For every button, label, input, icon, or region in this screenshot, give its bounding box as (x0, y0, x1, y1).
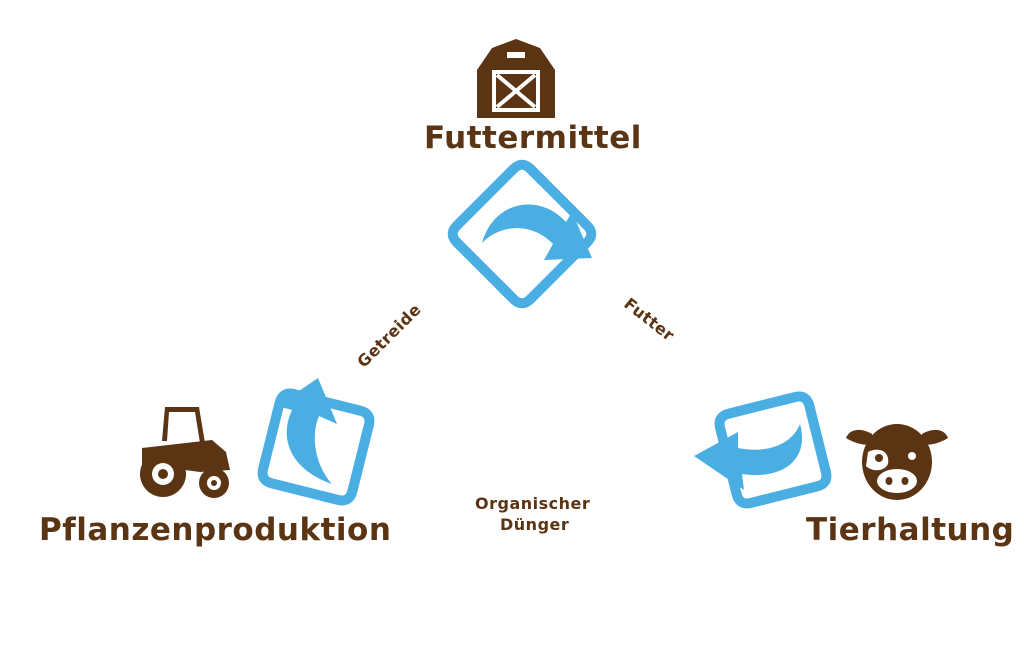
curved-arrow-right-icon (694, 424, 803, 490)
node-label-tierhaltung: Tierhaltung (806, 512, 1015, 548)
curved-arrow-left-icon (277, 378, 337, 484)
barn-icon (477, 39, 555, 118)
node-label-pflanzenproduktion: Pflanzenproduktion (39, 512, 392, 548)
edge-label-organischer: Organischer (475, 494, 591, 513)
cycle-top-icon (447, 159, 597, 309)
cycle-left-icon (257, 388, 375, 506)
edge-label-duenger: Dünger (500, 515, 570, 534)
tractor-icon (140, 407, 230, 498)
cow-icon (846, 424, 948, 500)
curved-arrow-top-icon (482, 204, 592, 260)
node-label-futtermittel: Futtermittel (424, 120, 642, 156)
